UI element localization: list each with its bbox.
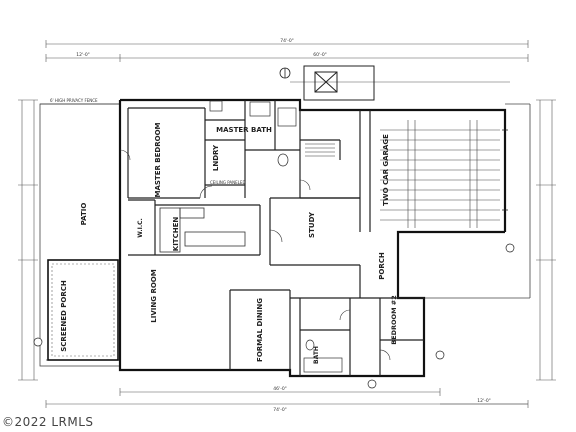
watermark: ©2022 LRMLS	[2, 415, 94, 429]
garage-door-markers	[502, 129, 508, 211]
interior-walls	[127, 100, 424, 376]
kitchen-counters	[159, 207, 246, 253]
room-two-car-garage: TWO CAR GARAGE	[382, 134, 390, 206]
screened-porch-outline	[47, 259, 119, 361]
section-markers	[33, 243, 515, 389]
room-porch: PORCH	[378, 252, 386, 280]
room-master-bedroom: MASTER BEDROOM	[154, 122, 162, 197]
garage-slab-lines	[380, 120, 500, 228]
entry-box	[303, 65, 375, 101]
dim-top-left: 12'-0"	[76, 52, 90, 58]
note-privacy-fence: 6' HIGH PRIVACY FENCE	[50, 98, 98, 103]
room-study: STUDY	[308, 211, 316, 238]
dim-bottom-right: 12'-0"	[477, 398, 491, 404]
room-bedroom-2: BEDROOM #2	[390, 295, 398, 345]
room-screened-porch: SCREENED PORCH	[60, 280, 68, 352]
dim-bottom-overall: 74'-0"	[273, 407, 287, 413]
dim-top-center: 60'-0"	[313, 52, 327, 58]
note-ceiling-paneled: CEILING PANELED	[210, 180, 246, 185]
room-wic: W.I.C.	[137, 218, 144, 238]
fence-lines	[39, 103, 531, 367]
dimension-lines	[18, 40, 556, 408]
dim-top-overall: 74'-0"	[280, 38, 294, 44]
room-living-room: LIVING ROOM	[150, 269, 158, 322]
door-swings	[119, 149, 391, 361]
room-laundry: LNDRY	[212, 144, 220, 171]
north-marker-icon	[279, 67, 291, 79]
room-kitchen: KITCHEN	[172, 217, 180, 252]
room-formal-dining: FORMAL DINING	[256, 298, 264, 362]
stairs	[305, 143, 335, 157]
room-bath: BATH	[313, 346, 320, 364]
dim-bottom-center: 46'-0"	[273, 386, 287, 392]
room-master-bath: MASTER BATH	[216, 126, 272, 134]
bath-fixtures	[209, 100, 343, 373]
room-patio: PATIO	[80, 203, 88, 226]
